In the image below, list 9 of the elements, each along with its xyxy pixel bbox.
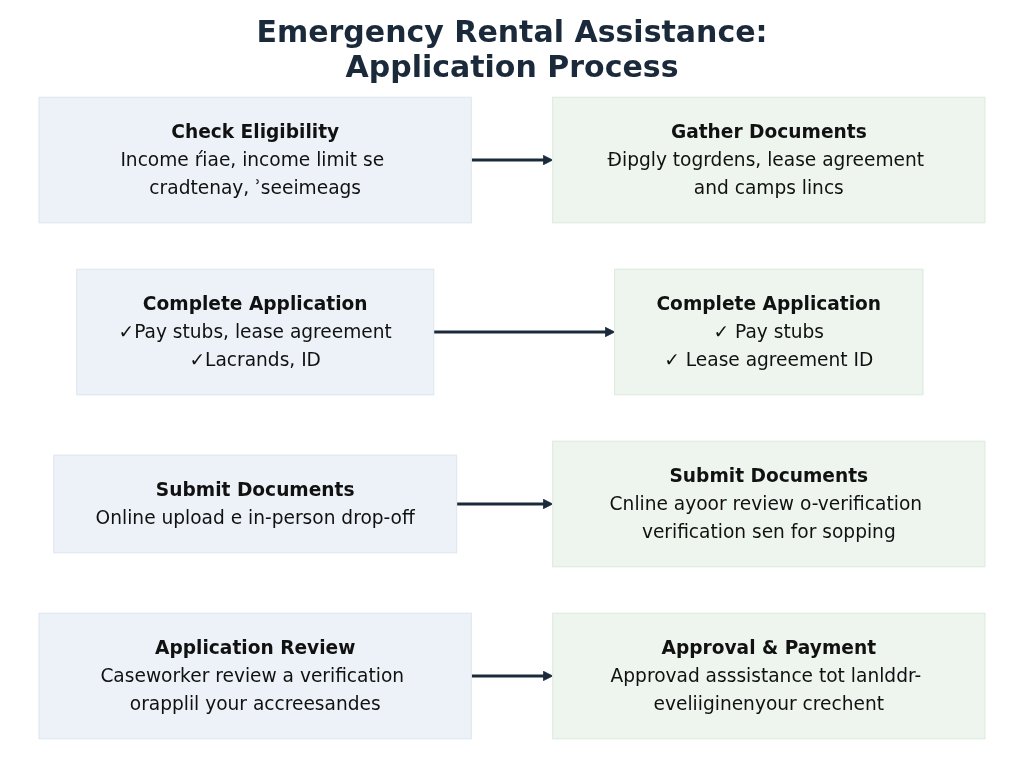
node-box: Application Review Caseworker review a verification orapplil your accreesandes [38, 612, 472, 740]
node-box: Gather Documents Đipgly togrdens, lease agreement and camps lincs [552, 96, 986, 224]
node-box: Approval & Payment Approvad asssistance tot lanlddr- eveliiginenyour crechent [552, 612, 986, 740]
node-box: Submit Documents Cnline ayoor review o-verification verification sen for sopping [552, 440, 986, 568]
node-box: Check Eligibility Income ŕiae, income limit se cradtenay, ʾseeimeags [38, 96, 472, 224]
diagram-title: Emergency Rental Assistance: Application Process [255, 14, 769, 84]
node-box: Submit Documents Online upload e in-person drop-off [53, 454, 458, 554]
node-box: Complete Application ✓Pay stubs, lease agreement ✓Lacrands, ID [76, 268, 435, 396]
node-box: Complete Application ✓ Pay stubs ✓ Lease agreement ID [614, 268, 924, 396]
